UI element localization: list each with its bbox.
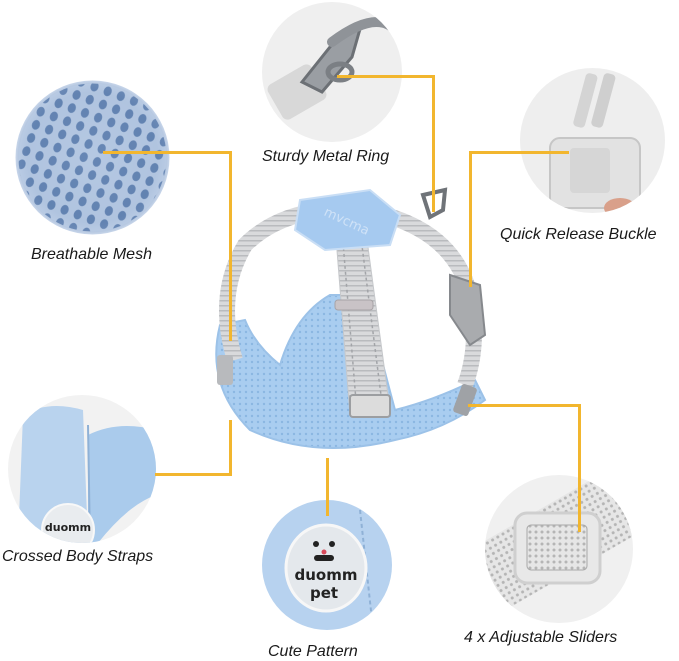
leader-line-buckle — [469, 151, 569, 154]
leader-line-straps — [155, 473, 232, 476]
badge-text: duomm — [45, 521, 91, 534]
badge-text-line2: pet — [310, 584, 338, 602]
slider-icon — [485, 475, 633, 623]
feature-label-sliders: 4 x Adjustable Sliders — [464, 629, 618, 646]
harness-image: mvcma — [195, 185, 495, 460]
badge-pattern-icon: duomm pet — [262, 500, 392, 630]
buckle-icon — [520, 68, 665, 213]
feature-label-buckle: Quick Release Buckle — [500, 226, 657, 243]
mesh-fabric-icon — [15, 80, 170, 235]
feature-label-ring: Sturdy Metal Ring — [262, 148, 390, 165]
leader-line-buckle-vertical — [469, 151, 472, 287]
leader-line-ring-vertical — [432, 75, 435, 212]
body-straps-icon: duomm — [8, 395, 156, 543]
leader-line-sliders-vertical — [578, 404, 581, 532]
metal-ring-icon — [262, 2, 402, 142]
feature-label-mesh: Breathable Mesh — [31, 246, 152, 263]
feature-label-pattern: Cute Pattern — [268, 643, 358, 660]
badge-text-line1: duomm — [295, 566, 358, 584]
leader-line-pattern — [326, 458, 329, 516]
leader-line-straps-vertical — [229, 420, 232, 476]
leader-line-sliders — [468, 404, 581, 407]
leader-line-ring — [337, 75, 435, 78]
feature-label-straps: Crossed Body Straps — [2, 548, 154, 565]
leader-line-mesh — [103, 151, 232, 154]
leader-line-mesh-vertical — [229, 151, 232, 341]
